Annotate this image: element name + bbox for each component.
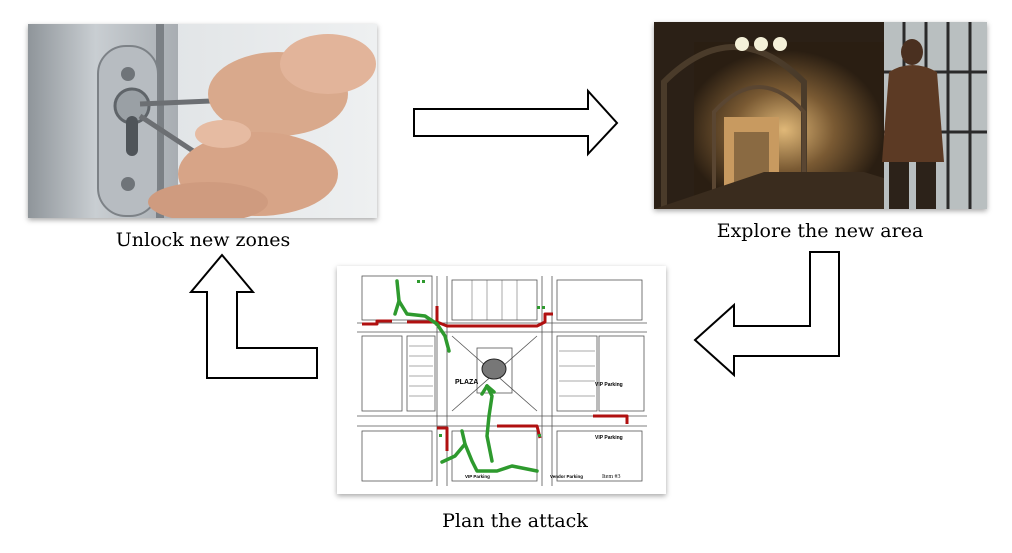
- lock-picking-image: [28, 24, 377, 218]
- arrow-left-up: [188, 253, 318, 379]
- arrow-down-left: [693, 251, 840, 378]
- vip-parking-bottom-label: VIP Parking: [465, 474, 490, 479]
- arrow-right: [413, 88, 619, 157]
- plaza-fountain: [481, 358, 507, 380]
- attack-plan-map: PLAZA VIP Parking VIP Parking VIP Parkin…: [337, 266, 666, 494]
- item-label: Item #3: [602, 474, 621, 480]
- vip-parking-label-2: VIP Parking: [595, 435, 623, 441]
- vendor-parking-label: Vendor Parking: [550, 474, 583, 479]
- vip-parking-label: VIP Parking: [595, 382, 623, 388]
- map-streets: [357, 275, 647, 486]
- explore-area-image: [654, 22, 987, 209]
- caption-unlock: Unlock new zones: [115, 229, 291, 251]
- caption-plan: Plan the attack: [442, 510, 588, 532]
- plaza-label: PLAZA: [455, 379, 478, 386]
- caption-explore: Explore the new area: [716, 220, 924, 242]
- green-routes: [393, 279, 539, 473]
